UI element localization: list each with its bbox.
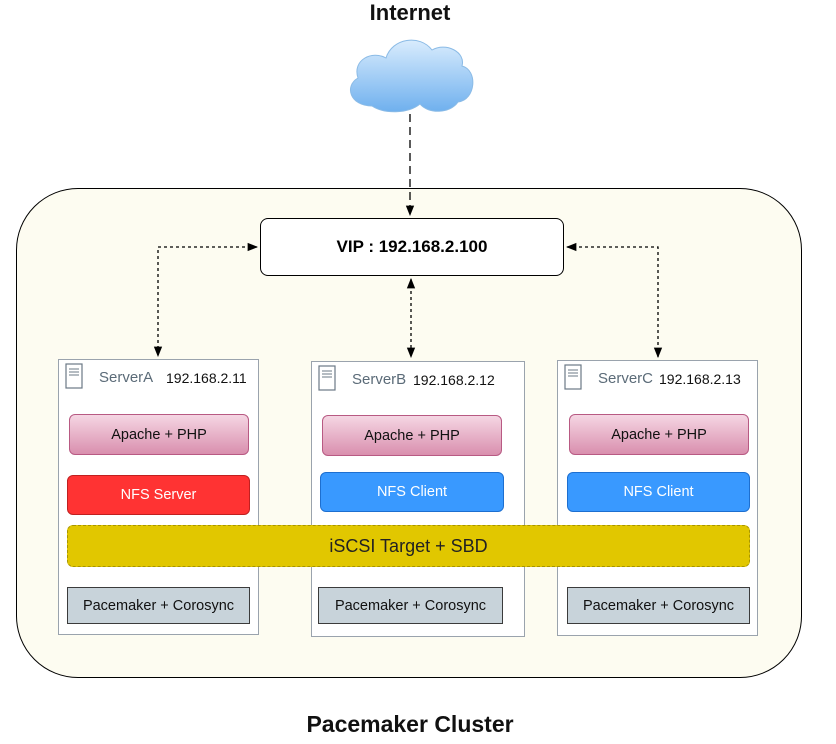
server-a-header: ServerA 192.168.2.11: [59, 360, 258, 394]
vip-label: VIP : 192.168.2.100: [336, 237, 488, 256]
server-c-ip: 192.168.2.13: [659, 371, 741, 387]
server-a-ip: 192.168.2.11: [166, 370, 247, 386]
vip-serverc-link: [565, 242, 663, 359]
server-b-ip: 192.168.2.12: [413, 372, 495, 388]
vip-node: VIP : 192.168.2.100: [260, 218, 564, 276]
server-c-pacemaker: Pacemaker + Corosync: [567, 587, 750, 624]
server-b-apache: Apache + PHP: [322, 415, 502, 456]
server-b-nfs: NFS Client: [320, 472, 504, 512]
server-c-name: ServerC: [598, 370, 654, 387]
server-b-name: ServerB: [352, 371, 407, 388]
server-b-header: ServerB 192.168.2.12: [312, 362, 524, 396]
server-c-header: ServerC 192.168.2.13: [558, 361, 757, 395]
server-icon: [318, 365, 336, 391]
cluster-title: Pacemaker Cluster: [306, 711, 514, 737]
server-a: ServerA 192.168.2.11 Apache + PHP NFS Se…: [58, 359, 259, 635]
server-b-pacemaker: Pacemaker + Corosync: [318, 587, 503, 624]
server-b: ServerB 192.168.2.12 Apache + PHP NFS Cl…: [311, 361, 525, 637]
cloud-icon: [349, 39, 474, 113]
server-c-apache: Apache + PHP: [569, 414, 749, 455]
server-a-name: ServerA: [99, 369, 154, 386]
server-c: ServerC 192.168.2.13 Apache + PHP NFS Cl…: [557, 360, 758, 636]
server-a-nfs: NFS Server: [67, 475, 250, 515]
server-a-apache: Apache + PHP: [69, 414, 249, 455]
vip-servera-link: [153, 242, 259, 358]
server-icon: [564, 364, 582, 390]
server-c-nfs: NFS Client: [567, 472, 750, 512]
server-icon: [65, 363, 83, 389]
iscsi-target-sbd: iSCSI Target + SBD: [67, 525, 750, 567]
internet-title: Internet: [369, 0, 451, 25]
server-a-pacemaker: Pacemaker + Corosync: [67, 587, 250, 624]
